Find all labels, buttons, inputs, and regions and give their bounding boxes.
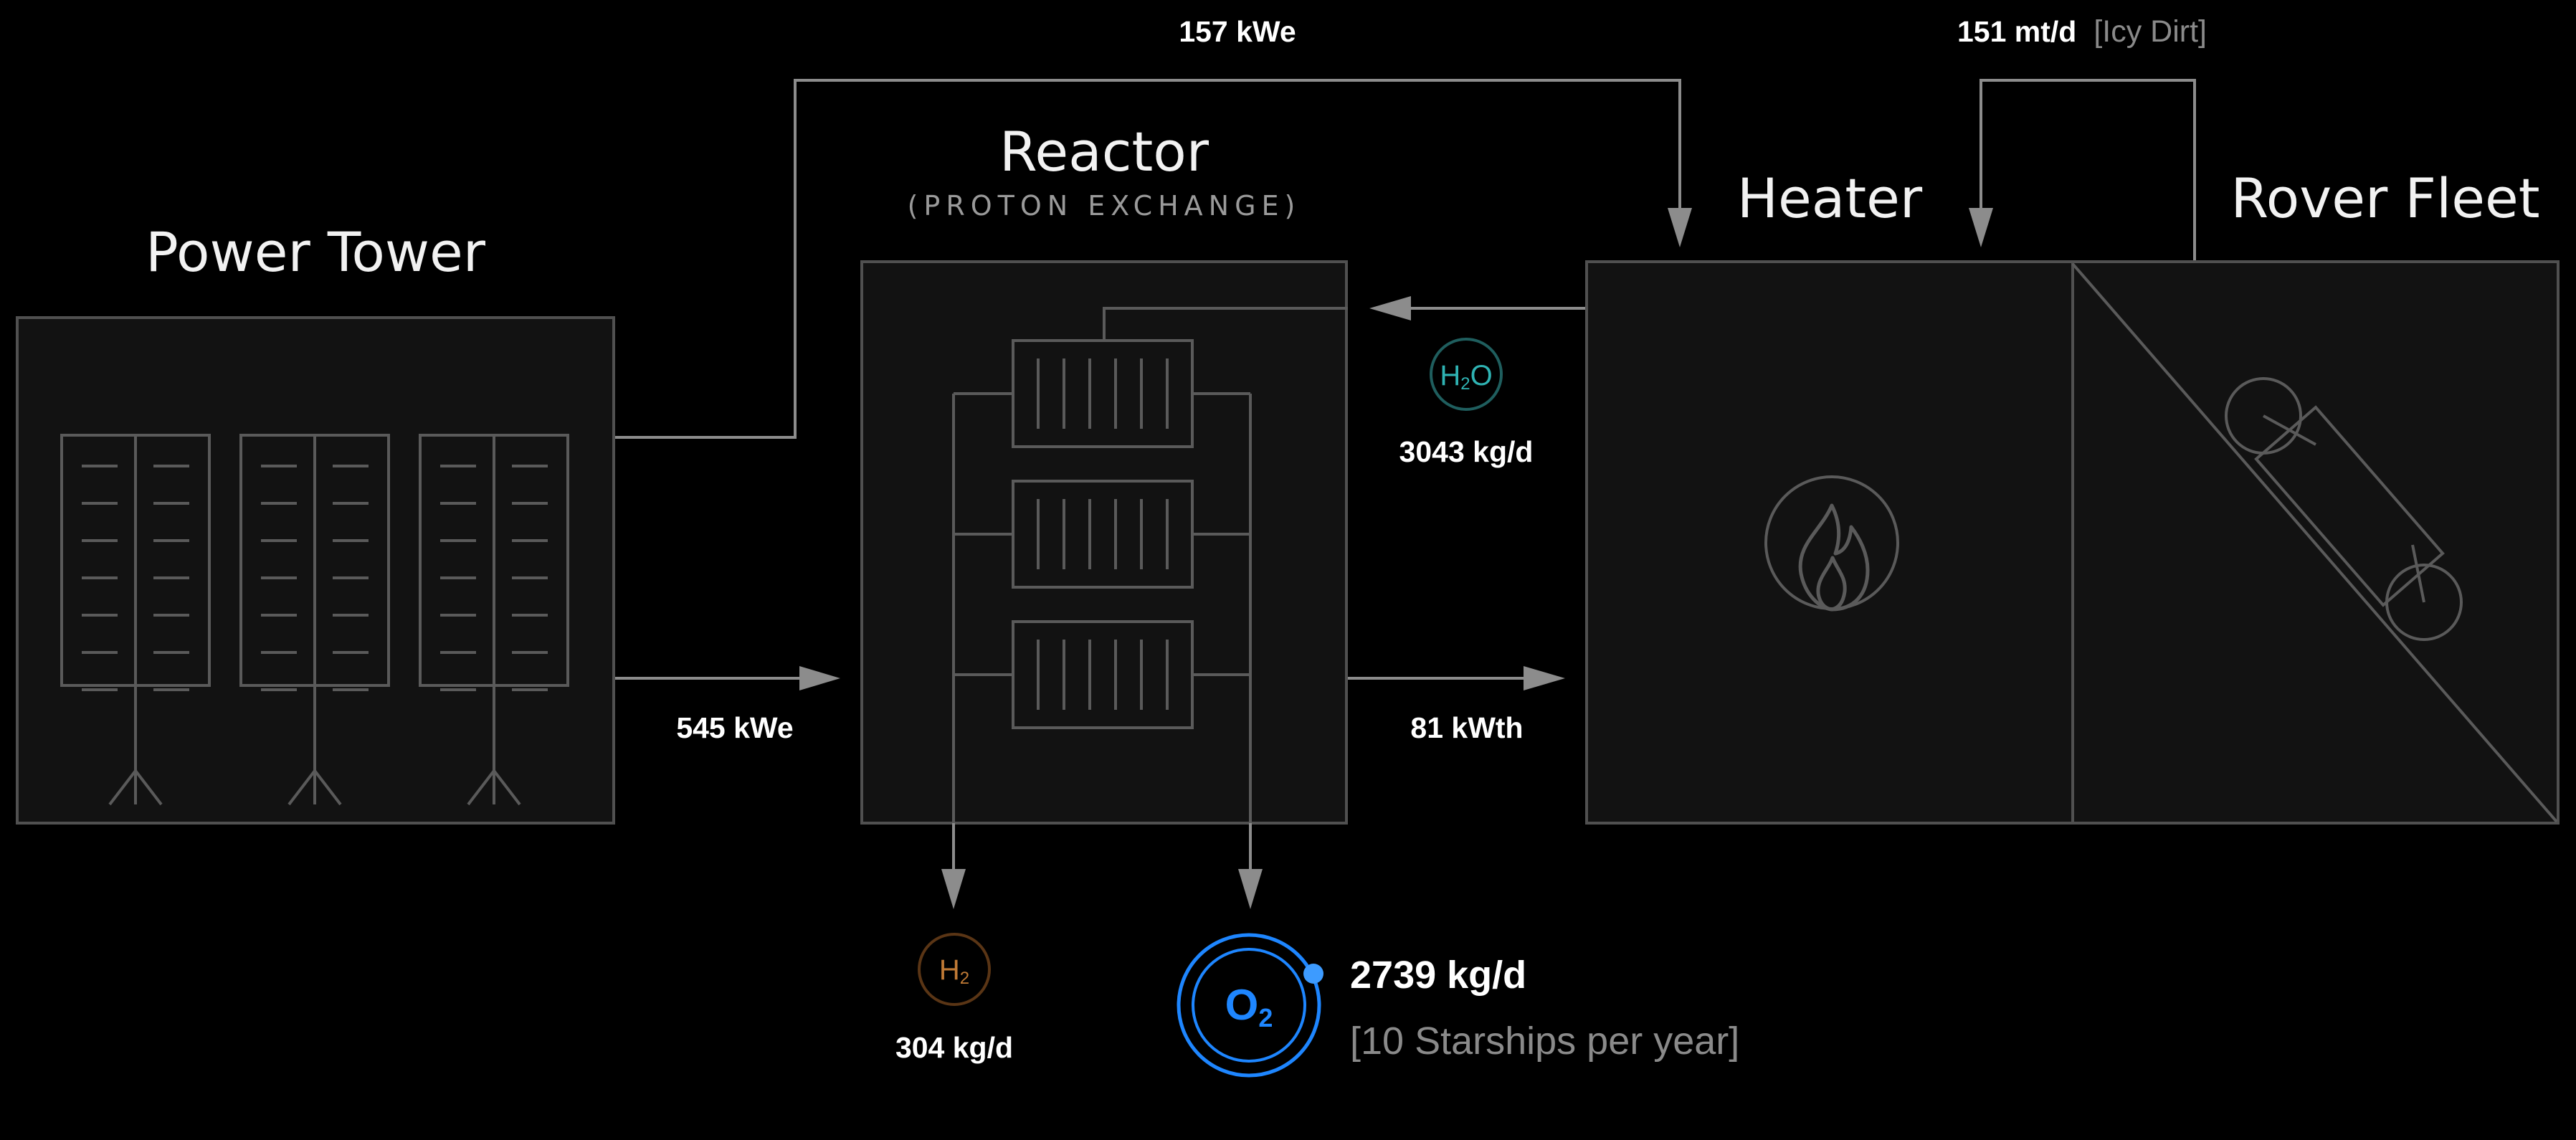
fuel-cell-icon	[952, 307, 1348, 823]
hydrogen-badge: H2	[918, 933, 991, 1006]
fuel-cell-1	[954, 339, 1250, 448]
heater-node	[1585, 260, 2074, 825]
reactor-title: Reactor	[999, 120, 1209, 184]
power-to-reactor-connector	[615, 666, 840, 690]
water-formula: H2O	[1440, 360, 1492, 394]
flame-icon	[1764, 475, 1899, 612]
dirt-input-connector	[1969, 79, 2196, 260]
dirt-input-rate: 151 mt/d	[1957, 15, 2076, 48]
oxygen-amount-label: 2739 kg/d	[1350, 954, 1526, 997]
water-badge: H2O	[1430, 338, 1503, 411]
reactor-to-heater-connector	[1348, 666, 1565, 690]
power-tower-node	[16, 316, 615, 825]
water-return-connector	[1369, 296, 1585, 320]
oxygen-output-connector	[1238, 823, 1263, 909]
oxygen-badge: O2	[1177, 933, 1323, 1078]
hydrogen-formula: H2	[939, 954, 969, 988]
dirt-input-label: 151 mt/d [Icy Dirt]	[1957, 14, 2207, 49]
hydrogen-amount-label: 304 kg/d	[895, 1031, 1013, 1064]
power-tower-title: Power Tower	[146, 220, 486, 284]
fuel-cell-3	[954, 620, 1250, 729]
reactor-subtitle: (PROTON EXCHANGE)	[908, 190, 1301, 222]
server-rack-2	[239, 434, 390, 806]
server-rack-icon	[60, 434, 569, 806]
server-rack-3	[419, 434, 569, 806]
hydrogen-output-connector	[941, 823, 966, 909]
oxygen-formula: O2	[1225, 981, 1273, 1032]
rover-fleet-title: Rover Fleet	[2230, 166, 2539, 230]
reactor-node	[860, 260, 1348, 825]
rover-icon	[2225, 377, 2463, 641]
heater-title: Heater	[1737, 166, 1923, 230]
water-amount-label: 3043 kg/d	[1399, 435, 1534, 468]
power-to-heater-label: 157 kWe	[1179, 15, 1296, 48]
dirt-type-label: [Icy Dirt]	[2093, 14, 2207, 49]
oxygen-note-label: [10 Starships per year]	[1350, 1020, 1739, 1063]
power-to-reactor-label: 545 kWe	[676, 711, 793, 744]
reactor-to-heater-label: 81 kWth	[1410, 711, 1523, 744]
server-rack-1	[60, 434, 211, 806]
power-to-heater-connector	[615, 79, 1692, 439]
rover-fleet-node	[2071, 260, 2560, 825]
fuel-cell-2	[954, 480, 1250, 589]
